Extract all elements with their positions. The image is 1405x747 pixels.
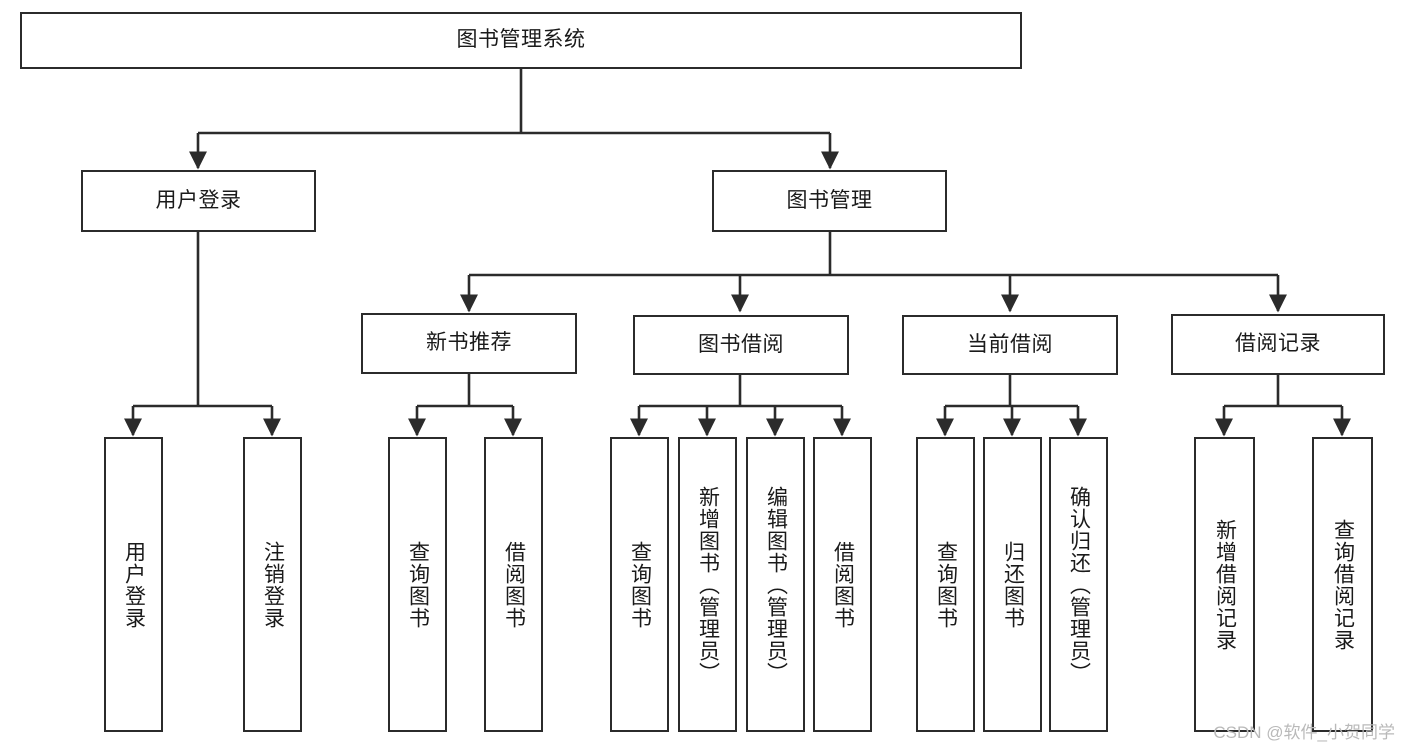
node-label: 查询图书 — [934, 540, 958, 629]
node-current-borrow[interactable]: 当前借阅 — [902, 315, 1118, 375]
leaf-borrow-query-book[interactable]: 查询图书 — [610, 437, 669, 732]
leaf-query-borrow-record[interactable]: 查询借阅记录 — [1312, 437, 1373, 732]
node-new-book-rec[interactable]: 新书推荐 — [361, 313, 577, 374]
node-label: 查询图书 — [628, 540, 652, 629]
leaf-add-borrow-record[interactable]: 新增借阅记录 — [1194, 437, 1255, 732]
node-user-login[interactable]: 用户登录 — [81, 170, 316, 232]
node-label: 用户登录 — [122, 540, 146, 629]
node-label: 图书管理系统 — [456, 28, 586, 52]
node-label: 新增借阅记录 — [1213, 518, 1237, 651]
leaf-cur-query-book[interactable]: 查询图书 — [916, 437, 975, 732]
leaf-rec-query-book[interactable]: 查询图书 — [388, 437, 447, 732]
leaf-return-book[interactable]: 归还图书 — [983, 437, 1042, 732]
node-label: 确认归还（管理员） — [1067, 485, 1091, 684]
leaf-user-login[interactable]: 用户登录 — [104, 437, 163, 732]
leaf-confirm-return-admin[interactable]: 确认归还（管理员） — [1049, 437, 1108, 732]
node-label: 查询借阅记录 — [1331, 518, 1355, 651]
csdn-watermark: CSDN @软件_小贺同学 — [1213, 723, 1395, 742]
node-label: 注销登录 — [261, 540, 285, 629]
node-root-book-management-system[interactable]: 图书管理系统 — [20, 12, 1022, 69]
node-book-borrow[interactable]: 图书借阅 — [633, 315, 849, 375]
node-label: 借阅记录 — [1235, 332, 1321, 356]
leaf-user-logout[interactable]: 注销登录 — [243, 437, 302, 732]
node-label: 图书借阅 — [698, 332, 784, 356]
leaf-borrow-book[interactable]: 借阅图书 — [813, 437, 872, 732]
node-label: 借阅图书 — [831, 540, 855, 629]
node-borrow-record[interactable]: 借阅记录 — [1171, 314, 1385, 375]
node-label: 归还图书 — [1001, 540, 1025, 629]
node-label: 当前借阅 — [967, 332, 1053, 356]
node-label: 用户登录 — [155, 188, 242, 212]
leaf-add-book-admin[interactable]: 新增图书（管理员） — [678, 437, 737, 732]
leaf-edit-book-admin[interactable]: 编辑图书（管理员） — [746, 437, 805, 732]
node-label: 借阅图书 — [502, 540, 526, 629]
node-label: 新书推荐 — [426, 331, 512, 355]
node-label: 新增图书（管理员） — [696, 485, 720, 684]
node-label: 查询图书 — [406, 540, 430, 629]
node-label: 编辑图书（管理员） — [764, 485, 788, 684]
leaf-rec-borrow-book[interactable]: 借阅图书 — [484, 437, 543, 732]
node-label: 图书管理 — [786, 188, 873, 212]
node-book-manage[interactable]: 图书管理 — [712, 170, 947, 232]
